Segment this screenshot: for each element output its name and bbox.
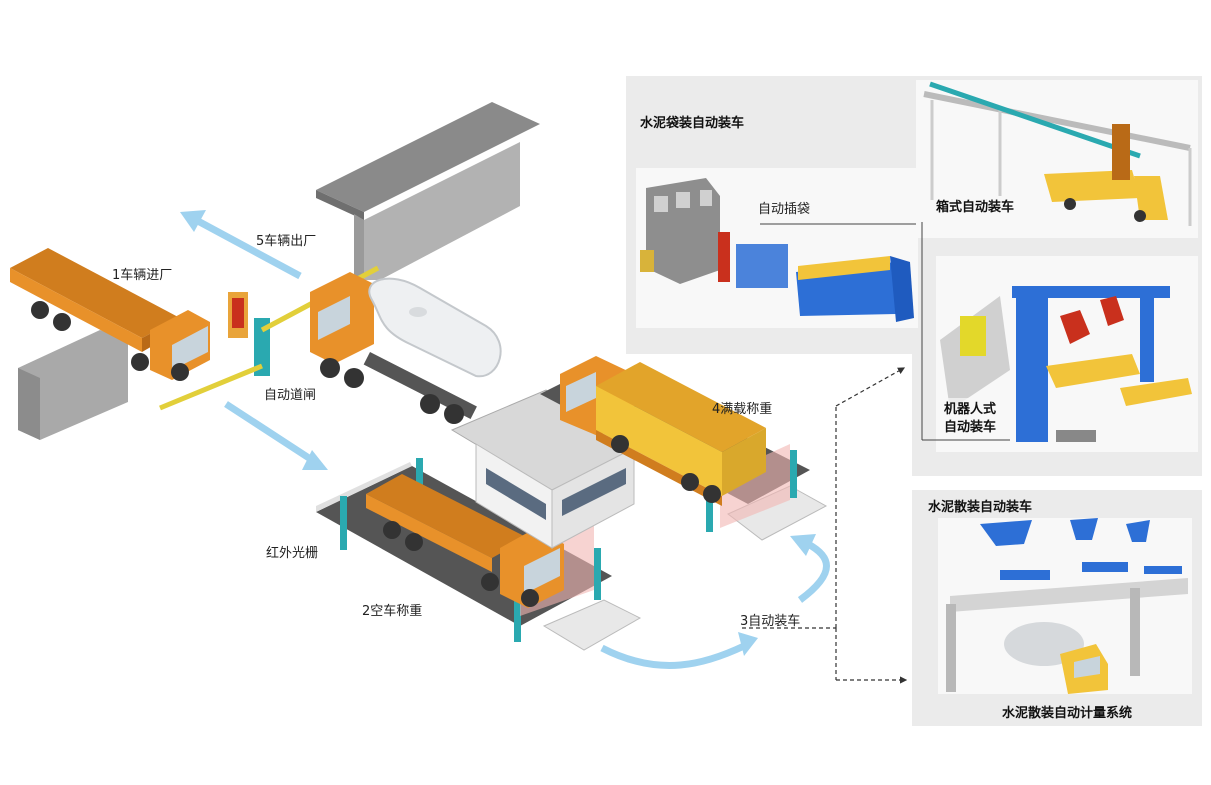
bag-loading-panel <box>626 76 1202 476</box>
entry-wall <box>18 330 128 440</box>
label-auto-insert: 自动插袋 <box>758 202 811 217</box>
truck-loaded <box>560 356 766 506</box>
label-infrared: 红外光栅 <box>266 546 319 561</box>
label-loading: 3自动装车 <box>740 614 801 629</box>
label-box-loading: 箱式自动装车 <box>934 196 1017 215</box>
dashed-connectors <box>742 367 908 684</box>
bulk-panel-title: 水泥散装自动装车 <box>928 500 1033 515</box>
label-full-weigh: 4满载称重 <box>712 402 773 417</box>
guard-house <box>316 102 540 282</box>
label-robot-line1: 机器人式 <box>944 398 997 417</box>
label-exit: 5车辆出厂 <box>256 234 317 249</box>
bulk-loader-machine <box>946 518 1188 694</box>
bag-panel-title: 水泥袋装自动装车 <box>640 116 745 131</box>
bulk-loading-panel <box>912 490 1202 726</box>
label-empty-weigh: 2空车称重 <box>362 604 423 619</box>
label-gate: 自动道闸 <box>264 388 317 403</box>
tanker-truck <box>310 272 502 424</box>
truck-entering <box>10 248 210 381</box>
box-loader-machine <box>923 81 1192 226</box>
label-robot-line2: 自动装车 <box>944 416 997 435</box>
flow-arrows <box>180 210 830 669</box>
bag-packer-machine <box>640 178 914 322</box>
truck-empty <box>366 474 564 608</box>
weigh-booth <box>450 389 646 549</box>
bulk-panel-caption: 水泥散装自动计量系统 <box>1002 706 1133 721</box>
robot-loader-machine <box>940 286 1192 442</box>
label-enter: 1车辆进厂 <box>112 268 173 283</box>
